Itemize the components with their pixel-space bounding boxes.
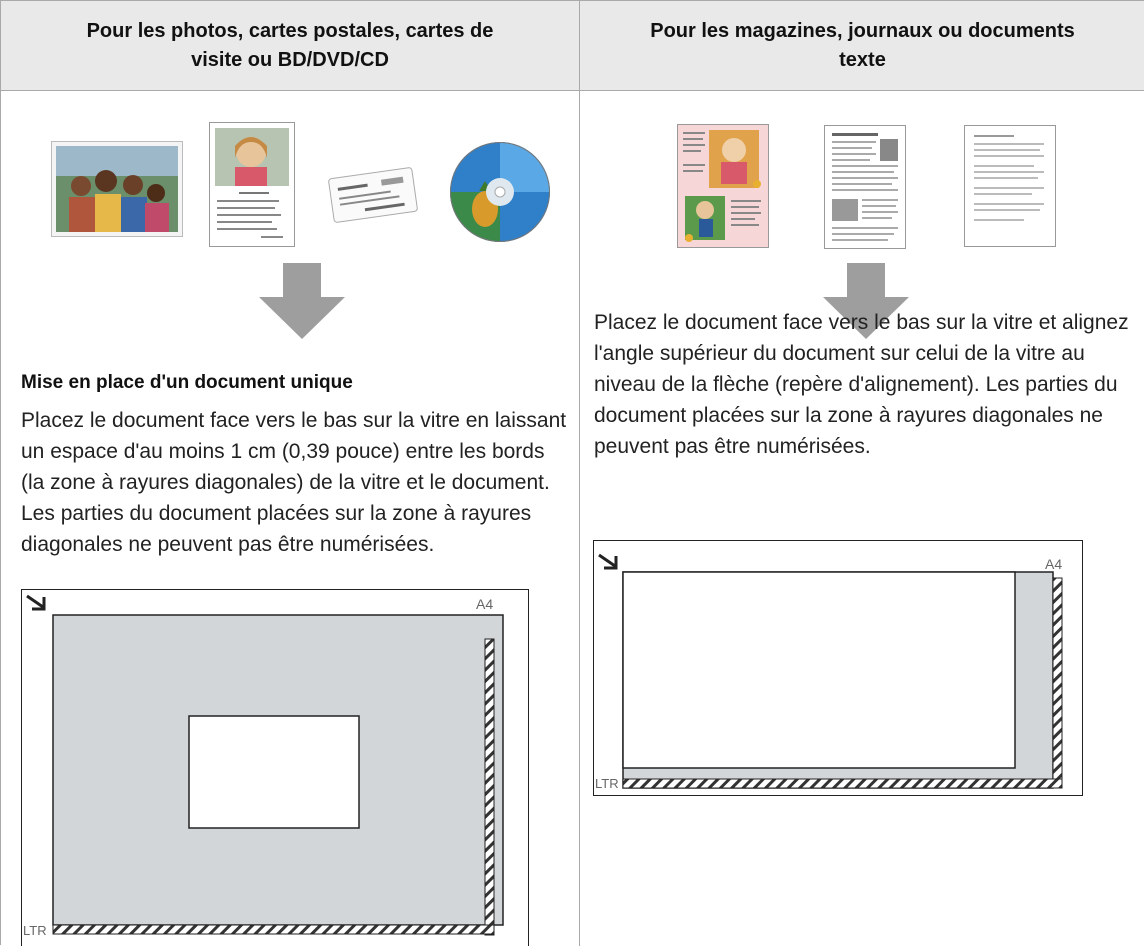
label-ltr: LTR [595,776,619,791]
header-photos-line-1: Pour les photos, cartes postales, cartes… [87,17,494,46]
document-placement [189,716,359,828]
document-placement [623,572,1015,768]
disc-icon [449,141,551,243]
header-magazines-line-2: texte [650,46,1075,75]
single-document-instructions: Placez le document face vers le bas sur … [21,405,571,560]
single-document-subtitle: Mise en place d'un document unique [21,372,353,394]
column-divider [579,1,580,946]
glass-diagram-corner: A4 LTR [593,540,1083,796]
hatched-margin-bottom [53,925,494,934]
label-a4: A4 [476,596,493,612]
header-photos: Pour les photos, cartes postales, cartes… [1,1,579,91]
glass-diagram-single: A4 LTR [21,589,529,946]
business-card-icon [323,163,423,227]
label-ltr: LTR [23,923,47,938]
magazine-icon [677,124,769,248]
text-document-icon [964,125,1056,247]
newspaper-icon [824,125,906,249]
header-photos-line-2: visite ou BD/DVD/CD [87,46,494,75]
header-magazines: Pour les magazines, journaux ou document… [580,1,1144,91]
hatched-margin-bottom [623,779,1062,788]
photo-icon [51,141,183,237]
header-magazines-line-1: Pour les magazines, journaux ou document… [650,17,1075,46]
label-a4: A4 [1045,556,1062,572]
hatched-margin-right [485,639,494,935]
hatched-margin-right [1053,578,1062,788]
postcard-icon [209,122,295,247]
down-arrow-icon [259,263,345,339]
text-document-instructions: Placez le document face vers le bas sur … [594,307,1139,462]
